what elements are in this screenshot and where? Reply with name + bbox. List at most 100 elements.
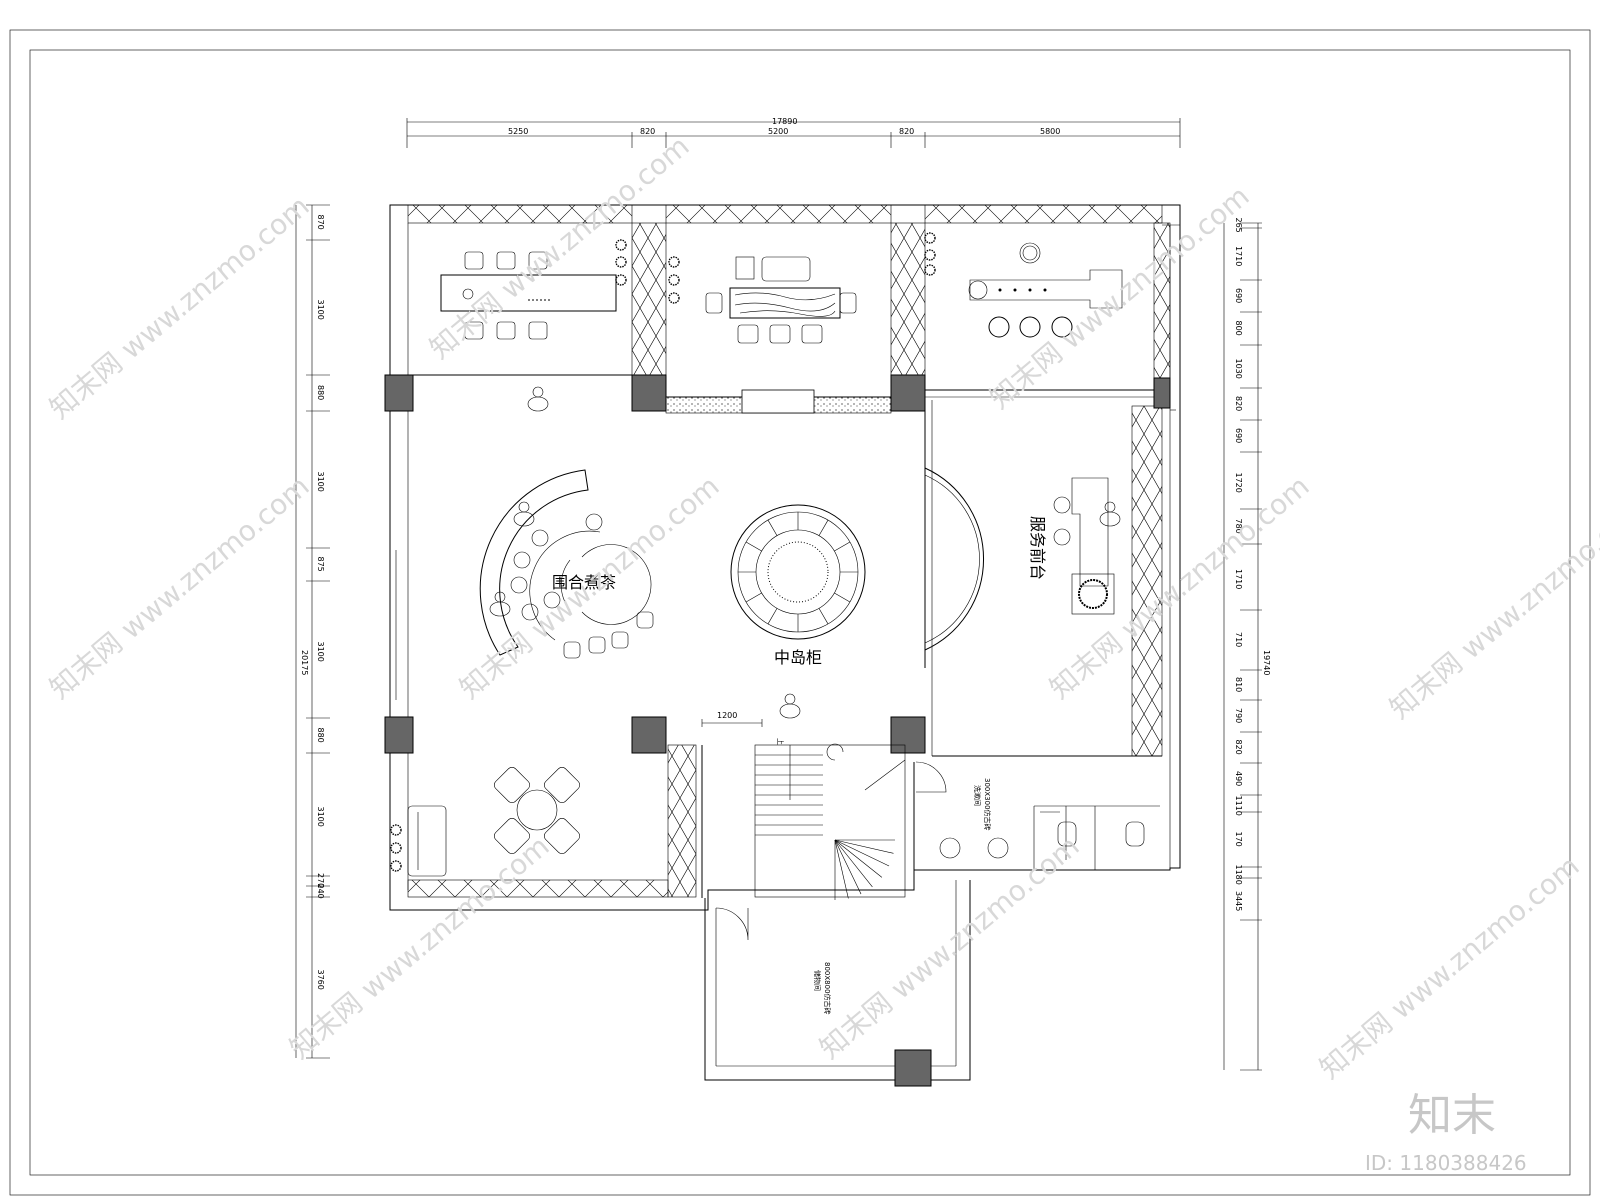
- island-divider: [767, 519, 778, 536]
- stair-edge: [864, 759, 906, 791]
- stair-winder: [834, 839, 849, 899]
- island-divider: [745, 592, 762, 603]
- plant-icon: [615, 239, 627, 251]
- island-divider: [745, 541, 762, 552]
- dim-left-label: 875: [316, 557, 325, 572]
- cup: [1028, 288, 1032, 292]
- stair-width-dim: 1200: [717, 711, 737, 720]
- person-icon: [513, 511, 535, 527]
- storage-label: 储物间: [813, 970, 822, 991]
- sheet-border-inner: [29, 49, 1571, 1176]
- stair-winder: [834, 839, 894, 854]
- dim-left-label: 3100: [316, 472, 325, 492]
- person-icon: [489, 601, 511, 617]
- top-wall-cabinet-2: [665, 204, 892, 224]
- island-label: 中岛柜: [774, 648, 822, 667]
- sofa: [407, 805, 447, 877]
- plant-icon: [390, 860, 402, 872]
- cup: [1013, 288, 1017, 292]
- watermark-layer: 知末网 www.znzmo.com 知末网 www.znzmo.com 知末网 ww…: [43, 129, 1600, 1085]
- tea-set-icon: [462, 288, 474, 300]
- left-dimension-chain: 20175 8703100880310087531008803100270240…: [295, 204, 330, 1059]
- potted-plants: [390, 232, 936, 872]
- dim-right-label: 170: [1234, 832, 1243, 847]
- toilet-icon: [1125, 821, 1145, 847]
- island-divider: [834, 592, 851, 603]
- plant-icon: [668, 292, 680, 304]
- tea-circle-area: 围合煮茶: [479, 469, 654, 659]
- watermark-text: 知末网 www.znzmo.com: [43, 469, 315, 705]
- person-icon: [527, 396, 549, 412]
- dim-right-total: 19740: [1262, 650, 1271, 675]
- plant-icon: [924, 264, 936, 276]
- island-divider: [818, 519, 829, 536]
- stool: [1053, 528, 1071, 546]
- basin-icon: [939, 837, 961, 859]
- island-divider: [767, 608, 778, 625]
- column: [894, 1049, 932, 1087]
- stool: [563, 641, 581, 659]
- armchair: [543, 817, 581, 855]
- top-wall-cabinet-3: [924, 204, 1163, 224]
- seat: [510, 576, 528, 594]
- round-table: [1019, 242, 1041, 264]
- person-icon: [532, 386, 544, 398]
- stair-winder: [834, 839, 890, 867]
- cup: [1043, 288, 1047, 292]
- top-dimension-chain: 17890 5250 820 5200 820 5800: [406, 117, 1181, 148]
- chair: [839, 292, 857, 314]
- tree-icon: [767, 541, 829, 603]
- watermark-text: 知末网 www.znzmo.com: [283, 829, 555, 1065]
- armchair: [493, 766, 531, 804]
- column: [631, 374, 667, 412]
- island-cabinet: 中岛柜: [730, 504, 866, 667]
- dim-right-label: 820: [1234, 740, 1243, 755]
- island-divider: [834, 541, 851, 552]
- front-desk-area: 服务前台: [924, 467, 1115, 651]
- meeting-room-1: [440, 251, 617, 340]
- dim-right-label: 690: [1234, 288, 1243, 303]
- column: [890, 374, 926, 412]
- laundry-note: 300X300仿古砖: [983, 778, 992, 831]
- dim-top-seg-5: 5800: [1040, 127, 1060, 136]
- storage-note: 800X800仿古砖: [823, 962, 832, 1015]
- stair-up-label: 上: [776, 738, 785, 745]
- chair: [769, 324, 791, 344]
- image-id: ID: 1180388426: [1365, 1151, 1527, 1175]
- seat: [521, 603, 539, 621]
- column: [384, 716, 414, 754]
- watermark-text: 知末网 www.znzmo.com: [813, 829, 1085, 1065]
- chair: [705, 292, 723, 314]
- dim-left-label: 240: [316, 884, 325, 899]
- dim-left-label: 870: [316, 215, 325, 230]
- dim-left-label: 880: [316, 728, 325, 743]
- stair-winder: [834, 839, 883, 878]
- dim-top-seg-2: 820: [640, 127, 655, 136]
- dim-right-label: 1030: [1234, 359, 1243, 379]
- dim-left-label: 3100: [316, 807, 325, 827]
- dim-right-label: 1710: [1234, 246, 1243, 266]
- lounge-area: [407, 766, 581, 877]
- building-walls: [384, 204, 1181, 1087]
- brand-logo: 知末: [1408, 1090, 1496, 1141]
- plant-icon: [390, 824, 402, 836]
- stool: [588, 636, 606, 654]
- dim-right-label: 1710: [1234, 569, 1243, 589]
- plant-icon: [390, 842, 402, 854]
- dim-top-seg-1: 5250: [508, 127, 528, 136]
- dim-right-label: 790: [1234, 708, 1243, 723]
- column: [631, 716, 667, 754]
- room2-doorway: [741, 389, 815, 414]
- dim-right-label: 780: [1234, 519, 1243, 534]
- chair: [496, 321, 516, 340]
- cup: [998, 288, 1002, 292]
- seat: [531, 529, 549, 547]
- partition-cabinet-right: [890, 222, 926, 380]
- tea-circle-label: 围合煮茶: [552, 573, 616, 592]
- side-cabinet: [735, 256, 755, 280]
- conference-table: [440, 274, 617, 312]
- stair-winder: [834, 839, 862, 895]
- dim-right-label: 820: [1234, 396, 1243, 411]
- toilet-icon: [1057, 821, 1077, 847]
